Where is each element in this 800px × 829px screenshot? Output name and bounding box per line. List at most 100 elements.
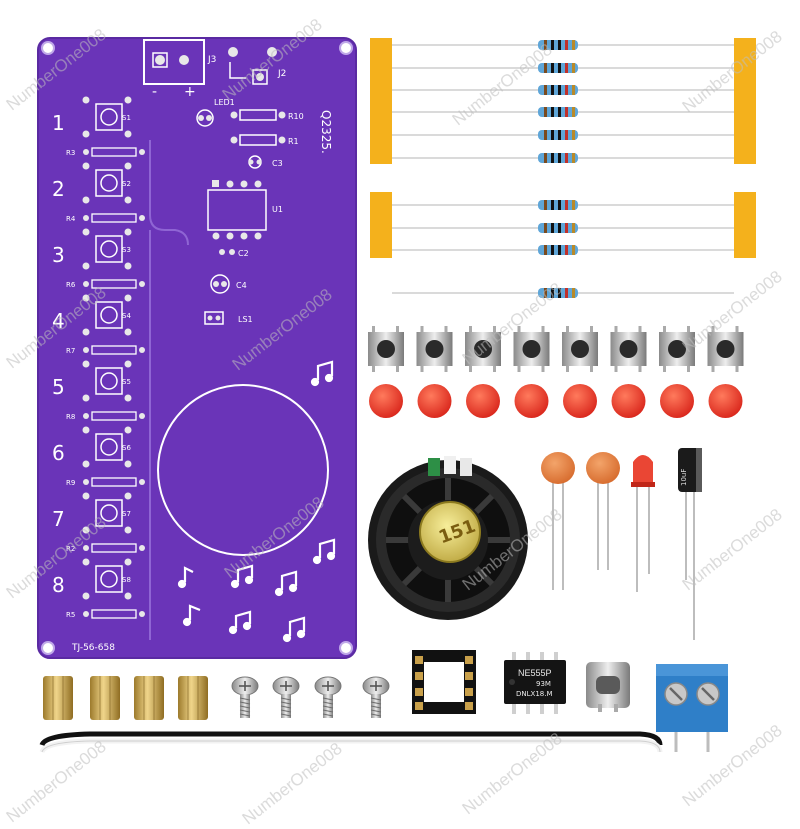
switch-label: S3	[122, 246, 131, 254]
screw	[314, 676, 342, 718]
pcb-board: J3 - + J2 LED1 R10 R1 C3 U1 C	[37, 37, 357, 659]
ic-bottom-text: DNLX18.M	[516, 690, 553, 698]
resistor	[392, 63, 734, 73]
mount-hole	[41, 41, 55, 55]
tactile-switch	[465, 326, 501, 372]
switch-label: S1	[122, 114, 131, 122]
resistor	[392, 130, 734, 140]
c4-label: C4	[236, 281, 247, 290]
button-cap	[563, 384, 597, 418]
red-led	[631, 455, 655, 592]
button-cap	[660, 384, 694, 418]
switch-number: 2	[52, 177, 65, 201]
ne555-chip: NE555P 93M DNLX18.M	[504, 652, 566, 714]
ceramic-capacitor	[541, 452, 575, 590]
switch-number: 8	[52, 573, 65, 597]
resistor-label: R5	[66, 611, 75, 619]
model-text: TJ-56-658	[71, 643, 115, 653]
resistor-label: R9	[66, 479, 75, 487]
mount-hole	[339, 641, 353, 655]
ls1-label: LS1	[238, 315, 253, 324]
switch-number: 6	[52, 441, 65, 465]
tactile-switch	[416, 326, 453, 372]
switch-number: 3	[52, 243, 65, 267]
screw	[272, 676, 300, 718]
tactile-switch	[610, 326, 647, 372]
resistor	[392, 107, 734, 117]
tactile-switch	[513, 326, 550, 372]
switch-number: 4	[52, 309, 65, 333]
switch-label: S8	[122, 576, 131, 584]
screw	[362, 676, 390, 718]
product-photo: J3 - + J2 LED1 R10 R1 C3 U1 C	[37, 37, 756, 754]
led1-label: LED1	[214, 98, 235, 107]
resistor-label: R8	[66, 413, 75, 421]
ic-mid-text: 93M	[536, 680, 551, 688]
switch-label: S6	[122, 444, 131, 452]
button-cap	[417, 384, 452, 418]
resistor	[392, 200, 734, 210]
terminal-block	[656, 664, 728, 752]
brass-standoff	[134, 676, 164, 720]
u1-label: U1	[272, 205, 283, 214]
resistor-label: R2	[66, 545, 75, 553]
switch-label: S5	[122, 378, 131, 386]
button-cap	[514, 384, 549, 418]
resistor	[392, 245, 734, 255]
resistor	[392, 40, 734, 50]
speaker-outline	[157, 384, 329, 556]
screw	[231, 676, 259, 718]
switch-number: 1	[52, 111, 65, 135]
r1-label: R1	[288, 137, 299, 146]
speaker: 151	[368, 456, 528, 620]
brass-standoff	[90, 676, 120, 720]
switch-label: S4	[122, 312, 131, 320]
switch-label: S2	[122, 180, 131, 188]
switch-number: 5	[52, 375, 65, 399]
j2-label: J2	[277, 69, 286, 79]
c2-label: C2	[238, 249, 249, 258]
tactile-switch	[562, 326, 598, 372]
ceramic-capacitor	[586, 452, 620, 570]
j3-label: J3	[207, 55, 216, 65]
tactile-switch	[707, 326, 744, 372]
electrolytic-capacitor: 10uF	[678, 448, 702, 640]
resistor	[392, 85, 734, 95]
button-cap	[466, 384, 500, 418]
version-text: Q2325.	[319, 110, 333, 154]
resistor-label: R6	[66, 281, 76, 289]
ic-top-text: NE555P	[518, 668, 552, 678]
button-cap	[369, 384, 403, 418]
tactile-switch	[368, 326, 404, 372]
resistor-label: R4	[66, 215, 76, 223]
resistor-strip-top	[370, 38, 756, 164]
plus-sign: +	[184, 84, 196, 100]
c3-label: C3	[272, 159, 283, 168]
brass-standoff	[178, 676, 208, 720]
r10-label: R10	[288, 112, 304, 121]
resistor-label: R3	[66, 149, 75, 157]
switch-number: 7	[52, 507, 65, 531]
mount-hole	[41, 641, 55, 655]
button-cap	[708, 384, 743, 418]
hookup-wire	[39, 731, 663, 754]
switch-label: S7	[122, 510, 131, 518]
ic-socket	[412, 650, 476, 714]
resistor-strip-bottom	[370, 192, 756, 258]
tactile-switch	[659, 326, 695, 372]
resistor	[392, 153, 734, 163]
mount-hole	[339, 41, 353, 55]
resistor	[392, 223, 734, 233]
button-cap	[611, 384, 646, 418]
capacitor-text: 10uF	[680, 469, 688, 486]
music-note-icons	[177, 360, 336, 643]
brass-standoff	[43, 676, 73, 720]
